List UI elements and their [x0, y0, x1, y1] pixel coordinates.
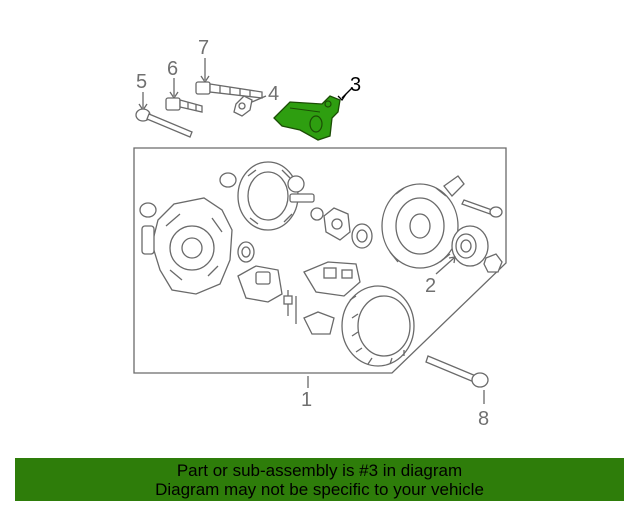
rear-housing — [139, 197, 233, 295]
rectifier — [295, 261, 361, 335]
info-banner: Part or sub-assembly is #3 in diagram Di… — [15, 458, 624, 501]
banner-line-2: Diagram may not be specific to your vehi… — [155, 480, 484, 499]
retainer-plate — [323, 207, 351, 241]
assembly-outline — [133, 147, 507, 374]
nut — [483, 253, 503, 273]
parts-diagram: 7 6 5 4 3 — [133, 37, 507, 430]
banner-line-1: Part or sub-assembly is #3 in diagram — [176, 461, 463, 480]
part-7-bolt[interactable] — [195, 58, 263, 99]
callout-1: 1 — [301, 389, 312, 411]
callout-5: 5 — [136, 71, 147, 93]
bushing — [219, 172, 237, 188]
callout-2: 2 — [425, 275, 436, 297]
through-bolt — [461, 199, 503, 218]
stator — [341, 285, 415, 367]
callout-3: 3 — [350, 74, 361, 96]
part-4-clip[interactable] — [233, 95, 267, 117]
callout-4: 4 — [268, 83, 279, 105]
part-8-bolt[interactable] — [425, 355, 489, 404]
part-2-pulley[interactable] — [435, 225, 489, 275]
bracket-shape — [273, 95, 341, 141]
callout-7: 7 — [198, 37, 209, 59]
part-5-bolt[interactable] — [135, 92, 193, 138]
callout-8: 8 — [478, 408, 489, 430]
front-housing — [381, 175, 465, 269]
part-3-bracket-highlighted[interactable] — [273, 87, 353, 141]
part-6-bolt[interactable] — [165, 78, 203, 113]
rotor — [237, 161, 315, 231]
seal-ring — [237, 241, 255, 263]
regulator — [237, 265, 293, 316]
callout-6: 6 — [167, 58, 178, 80]
bearing — [351, 223, 373, 249]
washer — [310, 207, 324, 221]
